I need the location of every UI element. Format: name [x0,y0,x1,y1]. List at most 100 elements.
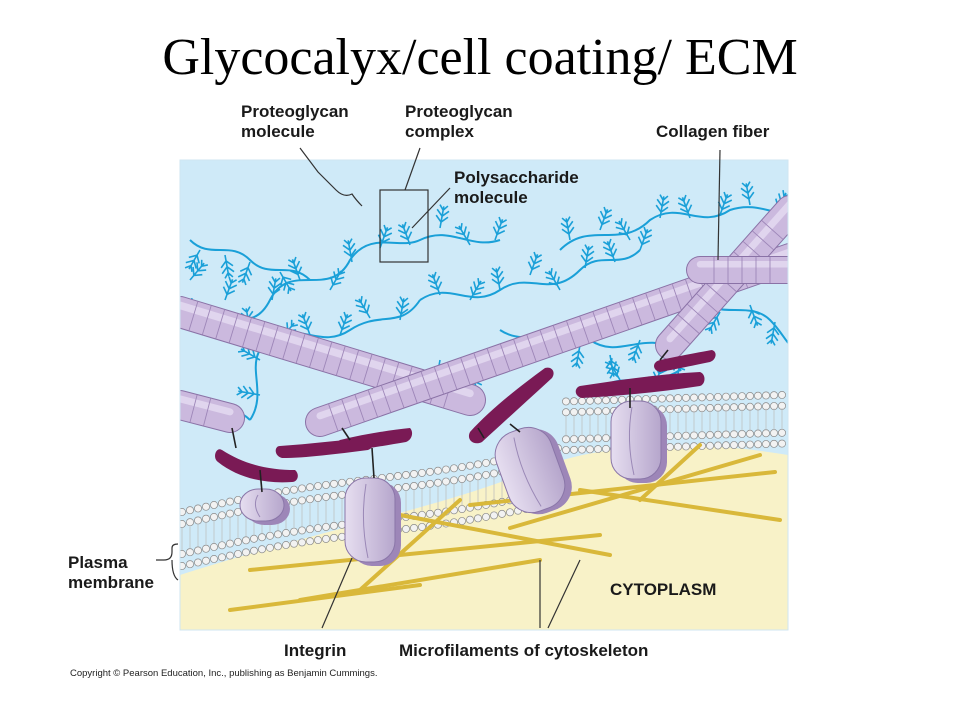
leader-integrin [321,557,353,629]
lipid-head [274,530,282,539]
lipid-head [586,445,594,454]
copyright-notice: Copyright © Pearson Education, Inc., pub… [70,668,378,679]
lipid-head [226,539,234,548]
lipid-head [490,511,498,520]
lipid-head [706,430,714,439]
proteoglycan-branch [236,385,261,400]
lipid-head [482,512,490,521]
integrin-protein [610,400,667,483]
lipid-head [714,441,722,450]
lipid-head [218,553,226,562]
lipid-head [322,522,330,531]
lipid-head [298,526,306,535]
lipid-head [282,487,290,495]
proteoglycan-branch [427,271,443,296]
proteoglycan-backbone [559,206,788,251]
lipid-head [746,440,754,449]
label-plasma-membrane: Plasma membrane [68,553,154,593]
label-collagen-fiber: Collagen fiber [656,122,770,141]
microfilament [358,498,462,592]
proteoglycan-branch [655,194,670,219]
lipid-head [442,477,450,486]
lipid-head [250,546,258,555]
label-polysaccharide-molecule: Polysaccharide molecule [454,168,579,208]
proteoglycan-branch [560,216,575,241]
proteoglycan-backbone [419,249,641,301]
proteoglycan-branch [279,271,296,295]
lipid-head [290,527,298,536]
lipid-head [778,391,786,399]
lipid-head [602,444,610,453]
lipid-head [730,392,738,401]
lipid-head [474,514,482,523]
lipid-head [746,429,754,438]
lipid-head [610,396,618,404]
lipid-head [186,560,194,569]
proteoglycan-branch [597,206,613,231]
proteoglycan-branch [220,254,235,279]
lipid-head [386,472,394,481]
lipid-head [778,439,786,448]
lipid-head [474,472,482,481]
lipid-head [186,548,194,557]
fibronectin [575,372,705,398]
label-integrin: Integrin [284,641,347,660]
lipid-head [434,478,442,487]
lipid-head [242,536,250,545]
leader-collagen-fiber [717,149,721,261]
lipid-head [458,505,466,513]
lipid-head [746,391,754,400]
lipid-head [306,537,314,546]
lipid-head [778,428,786,437]
lipid-head [562,446,570,455]
microfilament [578,488,782,522]
proteoglycan-branch [527,251,543,276]
lipid-head [266,543,274,552]
lipid-head [202,514,210,523]
proteoglycan-branch [395,296,410,321]
lipid-head [490,469,498,478]
lipid-head [226,509,234,518]
lipid-head [578,445,586,454]
lipid-head [466,515,474,524]
lipid-head [282,541,290,549]
lipid-head [482,470,490,479]
label-line: membrane [68,573,154,592]
proteoglycan-backbone [189,239,311,281]
lipid-head [442,465,450,474]
proteoglycan-branch [435,204,450,229]
lipid-head [586,396,594,405]
lipid-head [338,490,346,499]
proteoglycan-branch [602,238,618,263]
integrin-protein [344,477,401,566]
lipid-head [418,468,426,477]
lipid-head [706,393,714,402]
lipid-head [330,533,338,542]
lipid-head [714,430,722,439]
proteoglycan-complex-box [379,189,429,263]
lipid-head [506,508,514,517]
lipid-head [666,432,674,441]
lipid-head [298,538,306,547]
lipid-head [674,442,682,451]
lipid-head [770,429,778,437]
lipid-head [602,434,610,443]
lipid-head [754,391,762,400]
slide-title: Glycocalyx/cell coating/ ECM [162,29,798,86]
leader-polysaccharide [411,187,451,229]
lipid-head [458,475,466,483]
lipid-head [250,534,258,543]
label-line: Proteoglycan [241,102,349,121]
lipid-head [194,516,202,525]
microfilament [228,583,422,612]
lipid-head [314,536,322,544]
lipid-head [482,458,490,467]
lipid-head [410,524,418,532]
lipid-head [658,394,666,403]
lipid-head [762,429,770,438]
lipid-head [186,518,194,527]
lipid-head [210,513,218,521]
lipid-head [666,442,674,451]
lipid-head [570,435,578,443]
lipid-head [722,392,730,401]
